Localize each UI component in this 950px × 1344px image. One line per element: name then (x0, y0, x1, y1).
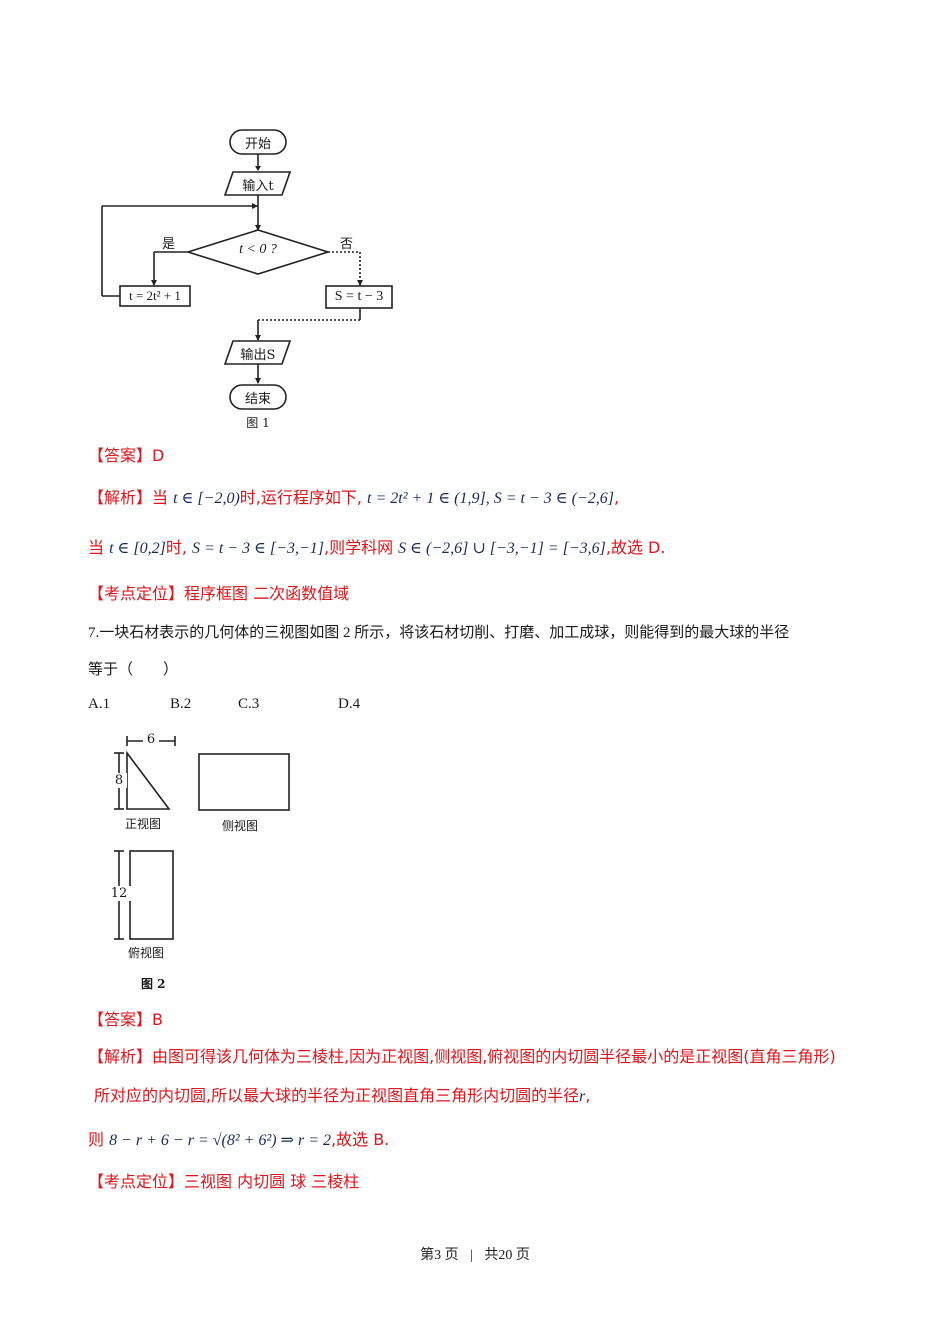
q6-topic-value: 程序框图 二次函数值域 (184, 584, 350, 603)
q7-analysis-line-3: 则 8 − r + 6 − r = √(8² + 6²) ⇒ r = 2,故选 … (88, 1126, 389, 1150)
q6-topic-label: 【考点定位】 (88, 584, 185, 603)
q7-topic-value: 三视图 内切圆 球 三棱柱 (184, 1172, 360, 1191)
q7-answer: 【答案】B (88, 1006, 163, 1030)
q6-answer-label: 【答案】 (88, 446, 153, 465)
front-view-label: 正视图 (125, 817, 162, 831)
q7-question-line-2: 等于（ ） (88, 662, 179, 678)
top-view-label: 俯视图 (128, 946, 165, 960)
text: ,故选 B. (331, 1130, 390, 1149)
page-footer: 第3 页 | 共20 页 (0, 1244, 950, 1264)
text: 时,运行程序如下, (239, 488, 362, 507)
text: , (585, 1086, 591, 1105)
flowchart-start-label: 开始 (244, 137, 271, 152)
q7-answer-label: 【答案】 (88, 1010, 153, 1029)
figure-1-caption: 图 1 (246, 416, 270, 430)
q7-analysis-line-1: 【解析】由图可得该几何体为三棱柱,因为正视图,侧视图,俯视图的内切圆半径最小的是… (88, 1043, 836, 1067)
option-b: B.2 (170, 696, 192, 712)
flowchart-yes-box-label: t = 2t² + 1 (129, 288, 181, 303)
q7-topic: 【考点定位】三视图 内切圆 球 三棱柱 (88, 1168, 359, 1192)
text: 当 (152, 488, 169, 507)
q6-analysis-line-2: 当 t ∈ [0,2]时, S = t − 3 ∈ [−3,−1],则学科网 S… (88, 534, 665, 558)
math-expression: S ∈ (−2,6] ∪ [−3,−1] = [−3,6] (398, 540, 606, 557)
q7-question-line-1: 7.一块石材表示的几何体的三视图如图 2 所示，将该石材切削、打磨、加工成球，则… (88, 625, 790, 641)
text: 时, (165, 538, 187, 557)
figure-1-flowchart: 开始 输入t t < 0 ? 是 否 t = 2t² + 1 S = t − 3… (90, 120, 410, 440)
flowchart-no-label: 否 (340, 237, 354, 252)
q7-answer-value: B (152, 1010, 163, 1029)
side-view-label: 侧视图 (222, 819, 259, 833)
q6-analysis-label: 【解析】 (88, 488, 153, 507)
q7-topic-label: 【考点定位】 (88, 1172, 185, 1191)
math-expression: r (579, 1088, 586, 1105)
math-expression: t = 2t² + 1 ∈ (1,9], S = t − 3 ∈ (−2,6] (367, 490, 614, 507)
dimension-depth-label: 12 (107, 886, 131, 901)
figure-2-three-views: 6 8 正视图 侧视图 12 俯视图 图 2 (95, 725, 395, 995)
q6-answer: 【答案】D (88, 442, 164, 466)
flowchart-no-box-label: S = t − 3 (334, 289, 384, 304)
q7-analysis-line-2: 所对应的内切圆,所以最大球的半径为正视图直角三角形内切圆的半径r, (94, 1082, 590, 1106)
text: 则 (88, 1130, 105, 1149)
q7-options: A.1 B.2 C.3 D.4 (88, 696, 360, 713)
math-expression: t ∈ [−2,0) (173, 490, 240, 507)
flowchart-input-label: 输入t (242, 179, 274, 194)
total-pages: 共20 页 (484, 1248, 530, 1263)
text: ,故选 D. (605, 538, 666, 557)
page-number: 第3 页 (420, 1248, 459, 1263)
text: 所对应的内切圆,所以最大球的半径为正视图直角三角形内切圆的半径 (94, 1086, 580, 1105)
flowchart-decision-label: t < 0 ? (239, 242, 277, 257)
math-expression: S = t − 3 ∈ [−3,−1] (192, 540, 324, 557)
text: 当 (88, 538, 105, 557)
text: 由图可得该几何体为三棱柱,因为正视图,侧视图,俯视图的内切圆半径最小的是正视图(… (152, 1047, 836, 1066)
flowchart-diagram (101, 129, 393, 410)
math-expression: 8 − r + 6 − r = √(8² + 6²) ⇒ r = 2 (109, 1132, 332, 1149)
q6-answer-value: D (152, 446, 165, 465)
text: ,则学科网 (323, 538, 394, 557)
dimension-height-label: 8 (111, 773, 127, 788)
dimension-width-label: 6 (143, 732, 159, 747)
q7-analysis-label: 【解析】 (88, 1047, 153, 1066)
option-d: D.4 (338, 696, 361, 712)
text: , (613, 488, 620, 507)
q6-topic: 【考点定位】程序框图 二次函数值域 (88, 580, 349, 604)
math-expression: t ∈ [0,2] (109, 540, 166, 557)
flowchart-output-label: 输出S (240, 348, 276, 363)
flowchart-yes-label: 是 (162, 237, 176, 252)
footer-separator: | (470, 1248, 473, 1263)
q6-analysis-line-1: 【解析】当 t ∈ [−2,0)时,运行程序如下, t = 2t² + 1 ∈ … (88, 484, 619, 508)
option-a: A.1 (88, 696, 111, 712)
flowchart-end-label: 结束 (244, 392, 271, 407)
figure-2-caption: 图 2 (141, 977, 166, 991)
option-c: C.3 (238, 696, 260, 712)
